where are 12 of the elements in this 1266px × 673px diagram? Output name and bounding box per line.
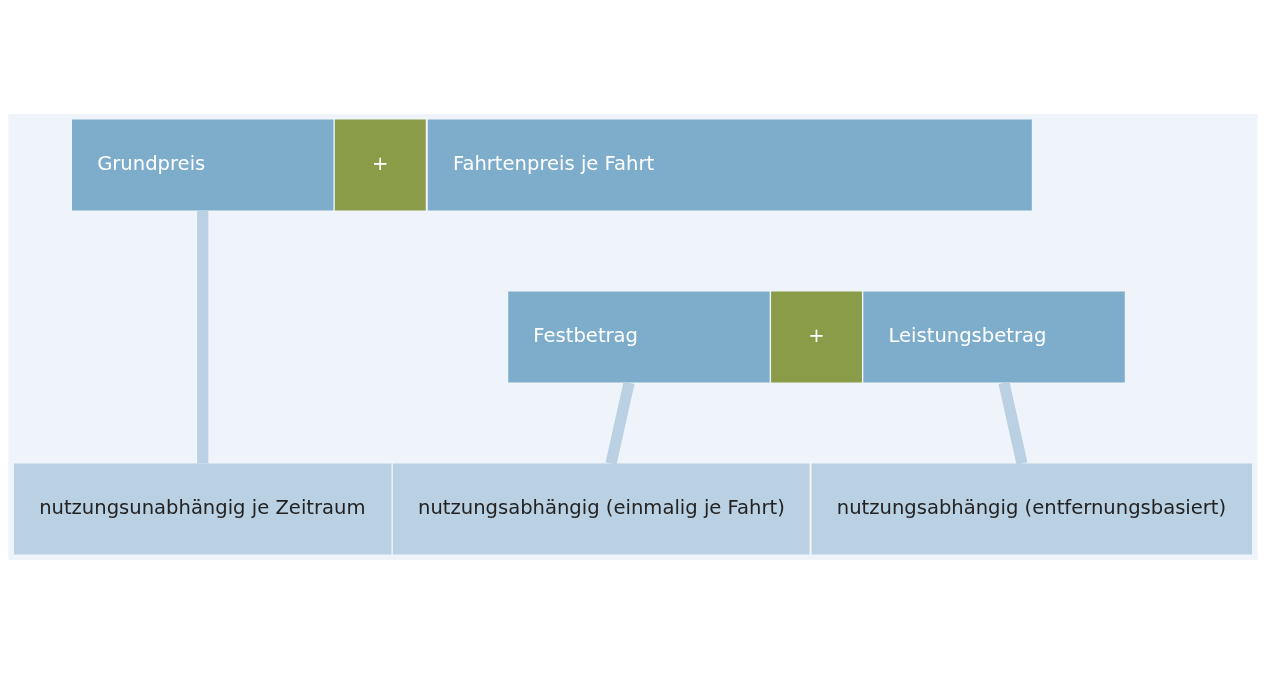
node-box: nutzungsunabhängig je Zeitraum	[14, 463, 392, 554]
node-box: +	[334, 119, 426, 210]
connector	[998, 381, 1028, 465]
node-box: +	[771, 291, 862, 382]
node-box: Leistungsbetrag	[863, 291, 1125, 382]
node-box: nutzungsabhängig (einmalig je Fahrt)	[392, 463, 810, 554]
connector	[197, 210, 209, 463]
node-box: Grundpreis	[72, 119, 334, 210]
node-box: nutzungsabhängig (entfernungsbasiert)	[811, 463, 1252, 554]
node-box: Fahrtenpreis je Fahrt	[427, 119, 1032, 210]
connector	[605, 381, 635, 465]
node-box: Festbetrag	[508, 291, 770, 382]
